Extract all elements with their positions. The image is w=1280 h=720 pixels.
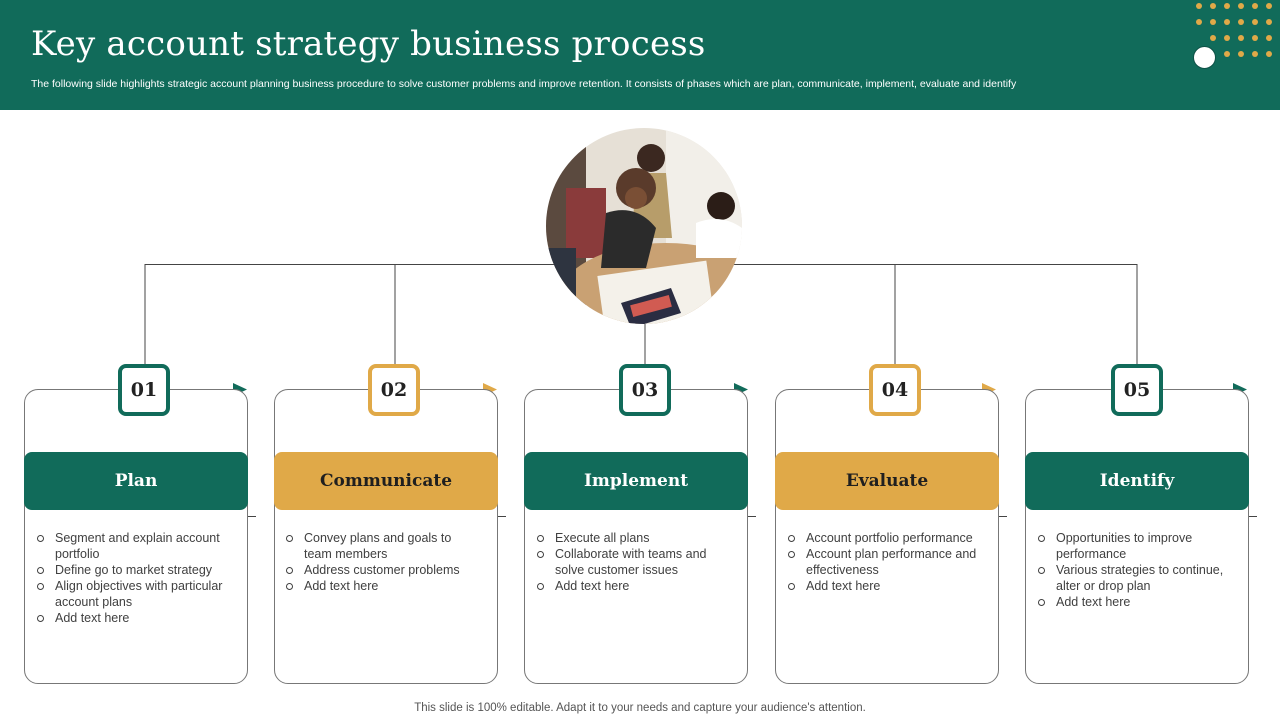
phase-title-identify: Identify bbox=[1025, 452, 1249, 510]
team-photo bbox=[546, 128, 742, 324]
bullet-item: Segment and explain account portfolio bbox=[36, 530, 226, 562]
bullet-list-plan: Segment and explain account portfolio De… bbox=[36, 530, 226, 626]
step-number-badge: 01 bbox=[118, 364, 170, 416]
step-number-badge: 02 bbox=[368, 364, 420, 416]
step-number-badge: 03 bbox=[619, 364, 671, 416]
bullet-item: Collaborate with teams and solve custome… bbox=[536, 546, 726, 578]
step-card-identify bbox=[1025, 389, 1249, 684]
bullet-list-communicate: Convey plans and goals to team members A… bbox=[285, 530, 475, 594]
bullet-item: Execute all plans bbox=[536, 530, 726, 546]
circle-decoration bbox=[1193, 46, 1216, 69]
bullet-item: Add text here bbox=[36, 610, 226, 626]
phase-title-implement: Implement bbox=[524, 452, 748, 510]
step-card-evaluate bbox=[775, 389, 999, 684]
phase-title-evaluate: Evaluate bbox=[775, 452, 999, 510]
step-card-plan bbox=[24, 389, 248, 684]
bullet-list-identify: Opportunities to improve performance Var… bbox=[1037, 530, 1227, 610]
step-number-badge: 04 bbox=[869, 364, 921, 416]
page-subtitle: The following slide highlights strategic… bbox=[31, 78, 1017, 90]
header-banner: Key account strategy business process Th… bbox=[0, 0, 1280, 110]
bullet-item: Account portfolio performance bbox=[787, 530, 977, 546]
bullet-item: Add text here bbox=[787, 578, 977, 594]
bullet-item: Address customer problems bbox=[285, 562, 475, 578]
step-card-communicate bbox=[274, 389, 498, 684]
bullet-list-implement: Execute all plans Collaborate with teams… bbox=[536, 530, 726, 594]
footer-note: This slide is 100% editable. Adapt it to… bbox=[414, 702, 866, 714]
bullet-item: Convey plans and goals to team members bbox=[285, 530, 475, 562]
bullet-item: Opportunities to improve performance bbox=[1037, 530, 1227, 562]
bullet-item: Define go to market strategy bbox=[36, 562, 226, 578]
bullet-list-evaluate: Account portfolio performance Account pl… bbox=[787, 530, 977, 594]
bullet-item: Add text here bbox=[1037, 594, 1227, 610]
dot-pattern-decoration bbox=[1196, 3, 1272, 57]
phase-title-plan: Plan bbox=[24, 452, 248, 510]
step-card-implement bbox=[524, 389, 748, 684]
bullet-item: Add text here bbox=[285, 578, 475, 594]
bullet-item: Add text here bbox=[536, 578, 726, 594]
page-title: Key account strategy business process bbox=[31, 24, 706, 64]
step-number-badge: 05 bbox=[1111, 364, 1163, 416]
phase-title-communicate: Communicate bbox=[274, 452, 498, 510]
bullet-item: Account plan performance and effectivene… bbox=[787, 546, 977, 578]
bullet-item: Various strategies to continue, alter or… bbox=[1037, 562, 1227, 594]
bullet-item: Align objectives with particular account… bbox=[36, 578, 226, 610]
